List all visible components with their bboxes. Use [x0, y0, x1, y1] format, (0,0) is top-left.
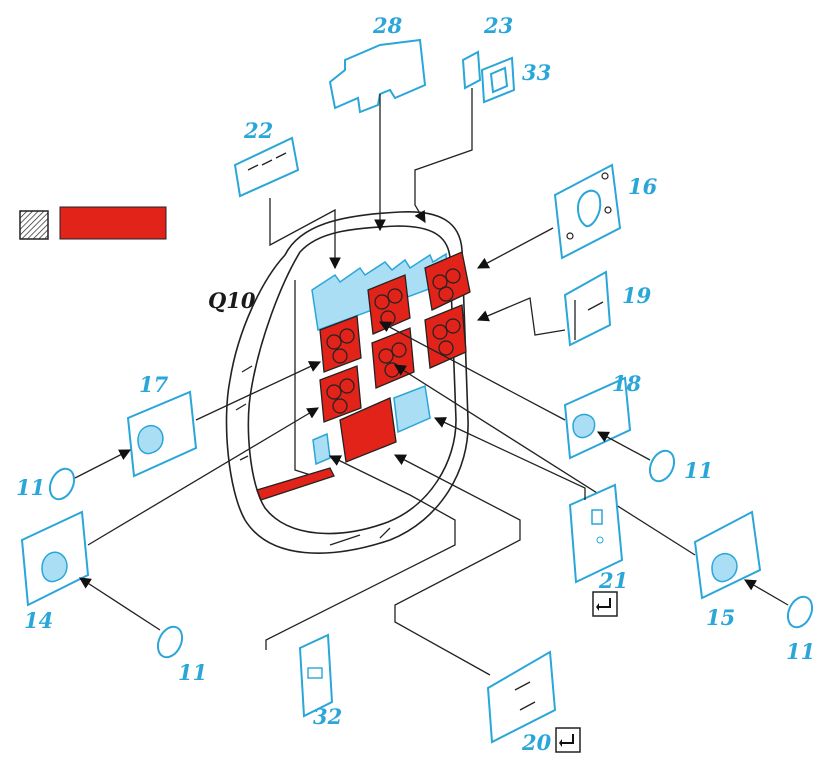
part-21 — [433, 417, 624, 584]
part-16 — [476, 163, 622, 269]
return-arrow-icon — [555, 727, 581, 753]
part-22 — [233, 136, 341, 270]
label-q10: Q10 — [208, 288, 256, 313]
part-19 — [476, 270, 612, 347]
return-arrow-icon — [592, 591, 618, 617]
part-20 — [393, 454, 557, 744]
legend — [19, 206, 167, 240]
label-11-left: 11 — [16, 475, 45, 500]
part-32 — [265, 455, 456, 718]
label-22: 22 — [243, 118, 273, 143]
label-23: 23 — [483, 13, 513, 38]
label-33: 33 — [522, 60, 551, 85]
part-14 — [20, 407, 320, 607]
label-14: 14 — [24, 608, 53, 633]
relay-block-grid — [256, 251, 471, 501]
label-20: 20 — [521, 730, 552, 755]
legend-red-swatch — [59, 206, 167, 240]
label-11-bottom-right: 11 — [786, 639, 815, 664]
part-18 — [378, 321, 632, 460]
part-17 — [126, 361, 322, 478]
o-ring-11-bottom-left — [79, 577, 184, 659]
hatched-square-icon — [19, 210, 49, 240]
label-19: 19 — [622, 283, 652, 308]
label-28: 28 — [372, 13, 403, 38]
part-33 — [414, 56, 516, 224]
o-ring-11-right — [596, 431, 676, 483]
fuse-box-housing — [225, 211, 469, 554]
label-18: 18 — [612, 371, 642, 396]
part-28 — [328, 38, 427, 232]
label-17: 17 — [139, 372, 169, 397]
label-15: 15 — [706, 605, 735, 630]
label-21: 21 — [598, 568, 628, 593]
o-ring-11-bottom-right — [743, 579, 814, 629]
part-15 — [394, 364, 762, 600]
label-32: 32 — [313, 704, 342, 729]
label-11-bottom-left: 11 — [178, 660, 207, 685]
part-23 — [461, 50, 482, 90]
o-ring-11-left — [48, 449, 132, 501]
label-11-right: 11 — [684, 458, 713, 483]
label-16: 16 — [628, 174, 658, 199]
